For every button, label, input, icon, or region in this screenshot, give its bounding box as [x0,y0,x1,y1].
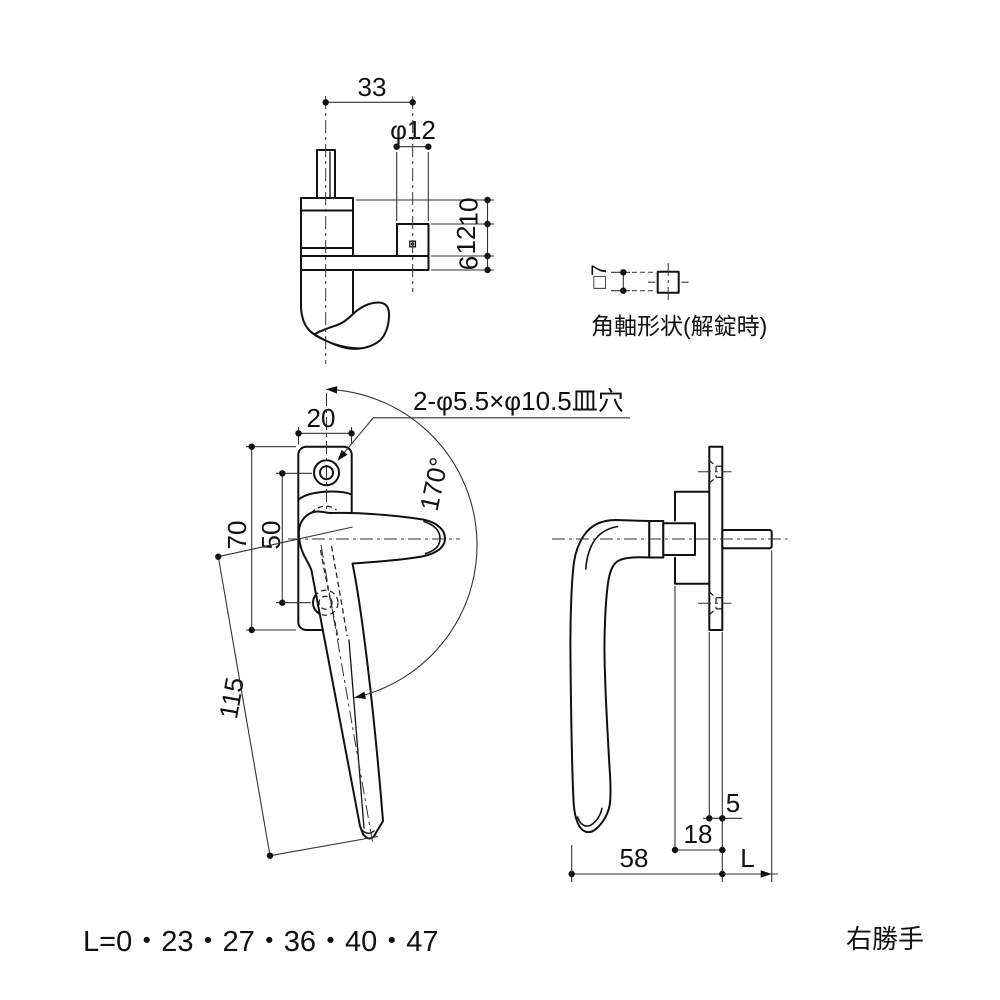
dim-phi12-label: φ12 [390,115,436,145]
handle-body-top [300,197,354,257]
top-screw-hole [313,459,340,487]
dim-33-label: 33 [358,72,387,102]
dim-18-label: 18 [684,819,713,849]
top-view-outline [300,149,430,350]
dim-square7-label: □7 [588,264,611,288]
side-view-dimensions: 5 18 58 L [568,550,778,882]
handle-lever-front [297,510,446,840]
top-view-centerlines [325,96,414,364]
front-view-dimensions: 20 70 50 115 170° 2-φ5.5×φ10.5皿穴 [213,386,630,859]
footer-notes: L=0・23・27・36・40・47 右勝手 [83,924,924,958]
handing-note: 右勝手 [846,924,924,954]
hidden-countersink-holes [708,460,723,616]
handle-lever-side [569,519,651,834]
dim-6-label: 6 [454,256,484,270]
flange-arm-top [300,255,430,271]
grip-top-profile [313,301,391,350]
top-view: 33 φ12 10 12 6 [300,72,494,364]
length-options-note: L=0・23・27・36・40・47 [83,926,438,958]
top-view-dimensions: 33 φ12 10 12 6 [322,72,494,274]
square-shaft-detail: □7 角軸形状(解錠時) [588,263,767,339]
dim-58-label: 58 [620,843,649,873]
base-bracket-side [674,490,711,585]
holes-note-label: 2-φ5.5×φ10.5皿穴 [413,386,624,416]
shaft-section-caption: 角軸形状(解錠時) [591,313,767,339]
dim-L-label: L [740,843,754,873]
hub-shoulder [297,490,353,501]
dim-70-label: 70 [222,521,252,550]
dim-12-label: 12 [451,226,481,255]
dim-115-label: 115 [213,675,250,721]
dim-5-label: 5 [726,788,740,818]
dim-170deg-label: 170° [414,455,455,514]
side-view: 5 18 58 L [552,445,788,882]
dim-10-label: 10 [454,198,484,227]
front-view: 20 70 50 115 170° 2-φ5.5×φ10.5皿穴 [213,386,630,859]
rotation-arc [326,388,478,699]
dim-20-label: 20 [307,403,336,433]
holes-leader-line [338,417,630,460]
